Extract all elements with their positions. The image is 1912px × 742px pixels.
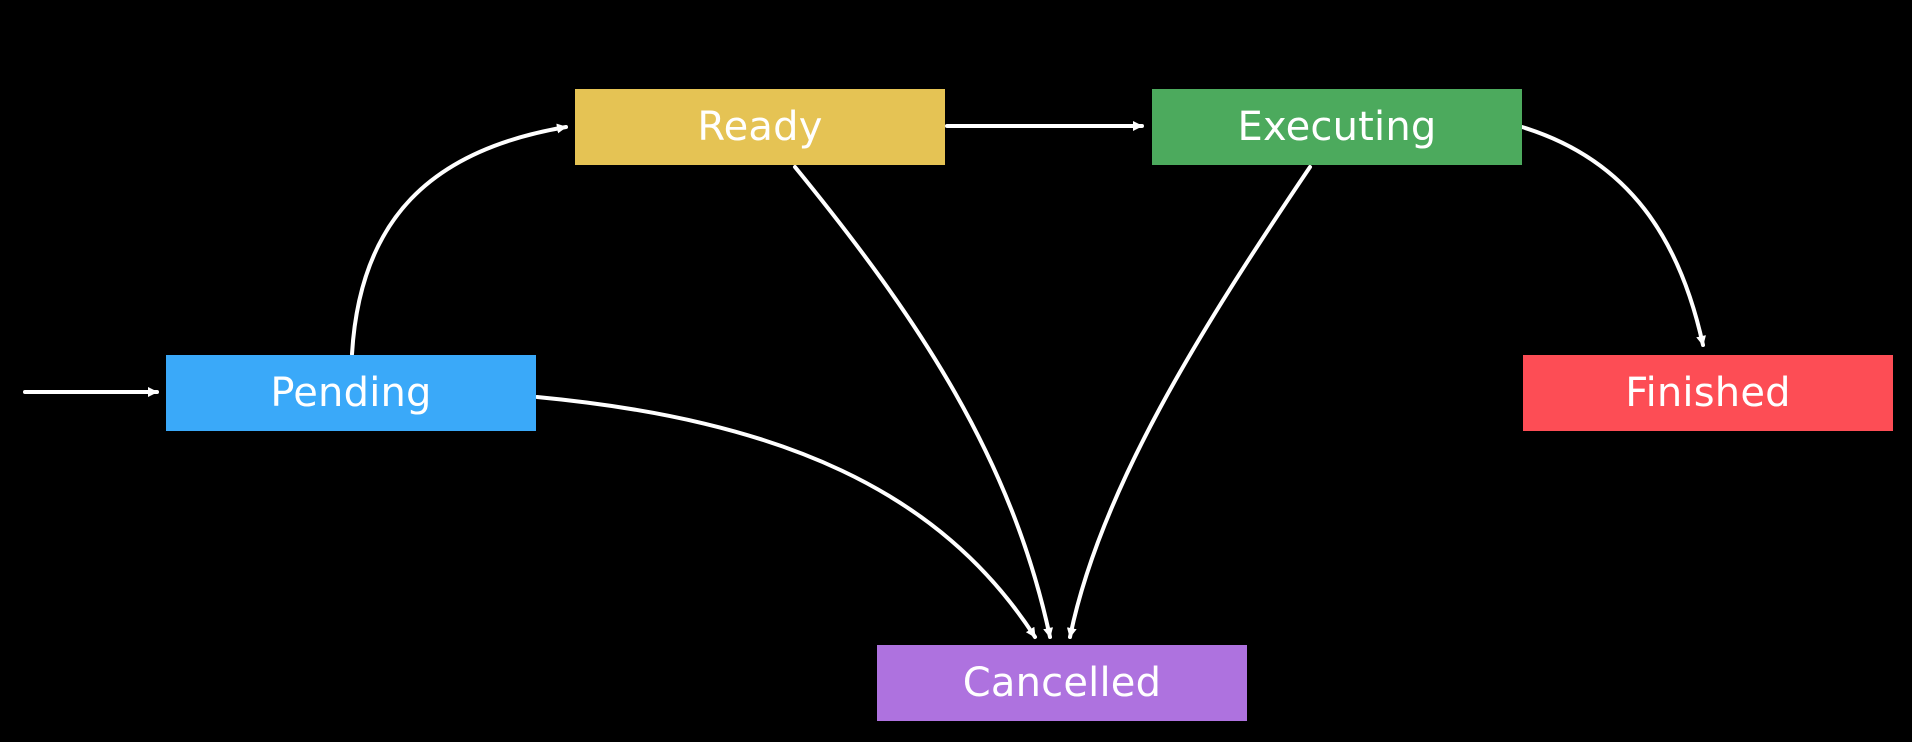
state-ready: Ready <box>575 89 945 165</box>
state-pending: Pending <box>166 355 536 431</box>
edge-executing-finished <box>1520 125 1706 347</box>
edge-executing-cancelled <box>1066 165 1312 639</box>
edge-ready-cancelled <box>793 165 1053 639</box>
state-finished: Finished <box>1523 355 1893 431</box>
state-pending-label: Pending <box>270 370 432 416</box>
state-executing: Executing <box>1152 89 1522 165</box>
state-ready-label: Ready <box>697 104 823 150</box>
state-executing-label: Executing <box>1237 104 1437 150</box>
state-cancelled: Cancelled <box>877 645 1247 721</box>
edge-pending-ready <box>350 123 568 356</box>
state-cancelled-label: Cancelled <box>962 660 1162 706</box>
state-finished-label: Finished <box>1625 370 1791 416</box>
edge-pending-cancelled <box>535 395 1037 639</box>
